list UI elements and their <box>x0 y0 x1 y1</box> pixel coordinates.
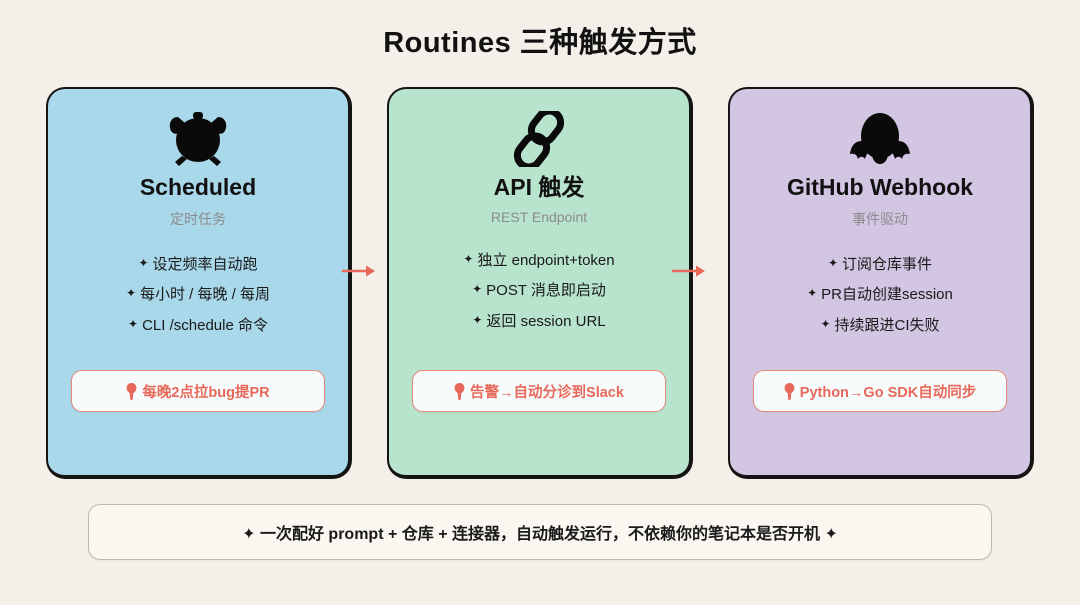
arrow-card2-to-card3 <box>672 264 706 278</box>
card-bullet-list: ✦订阅仓库事件 ✦PR自动创建session ✦持续跟进CI失败 <box>730 255 1030 336</box>
list-item: ✦CLI /schedule 命令 <box>128 316 268 336</box>
bullet-text: 设定频率自动跑 <box>152 255 258 273</box>
footer-summary-bar: ✦ 一次配好 prompt + 仓库 + 连接器，自动触发运行，不依赖你的笔记本… <box>88 504 992 560</box>
footer-text: ✦ 一次配好 prompt + 仓库 + 连接器，自动触发运行，不依赖你的笔记本… <box>242 526 838 543</box>
alarm-clock-icon <box>169 105 227 167</box>
bullet-text: 返回 session URL <box>486 312 606 330</box>
card-scheduled[interactable]: Scheduled 定时任务 ✦设定频率自动跑 ✦每小时 / 每晚 / 每周 ✦… <box>46 87 352 479</box>
bullet-marker-icon: ✦ <box>128 316 139 331</box>
bullet-text: PR自动创建session <box>821 286 953 304</box>
pin-icon <box>454 382 465 400</box>
bullet-marker-icon: ✦ <box>820 316 831 331</box>
badge-text: 每晚2点拉bug提PR <box>142 384 270 401</box>
page-title: Routines 三种触发方式 <box>383 27 697 59</box>
card-bullet-list: ✦独立 endpoint+token ✦POST 消息即启动 ✦返回 sessi… <box>389 251 689 332</box>
list-item: ✦POST 消息即启动 <box>472 281 606 301</box>
card-subtitle: REST Endpoint <box>490 208 588 225</box>
list-item: ✦独立 endpoint+token <box>463 251 614 271</box>
octocat-icon <box>850 105 910 167</box>
pin-icon <box>784 382 795 400</box>
bullet-marker-icon: ✦ <box>472 312 483 327</box>
card-bullet-list: ✦设定频率自动跑 ✦每小时 / 每晚 / 每周 ✦CLI /schedule 命… <box>48 255 348 336</box>
example-badge[interactable]: 告警→自动分诊到Slack <box>412 370 666 412</box>
list-item: ✦设定频率自动跑 <box>138 255 257 275</box>
bullet-text: 持续跟进CI失败 <box>834 316 940 334</box>
list-item: ✦每小时 / 每晚 / 每周 <box>126 285 270 305</box>
list-item: ✦返回 session URL <box>472 312 605 332</box>
bullet-text: 独立 endpoint+token <box>477 251 615 269</box>
card-api-trigger[interactable]: API 触发 REST Endpoint ✦独立 endpoint+token … <box>387 87 693 479</box>
list-item: ✦订阅仓库事件 <box>828 255 932 275</box>
card-title: GitHub Webhook <box>786 174 974 200</box>
example-badge[interactable]: 每晚2点拉bug提PR <box>71 370 325 412</box>
bullet-marker-icon: ✦ <box>138 255 149 270</box>
bullet-text: 订阅仓库事件 <box>842 255 933 273</box>
trigger-cards-row: Scheduled 定时任务 ✦设定频率自动跑 ✦每小时 / 每晚 / 每周 ✦… <box>46 87 1034 479</box>
card-github-webhook[interactable]: GitHub Webhook 事件驱动 ✦订阅仓库事件 ✦PR自动创建sessi… <box>728 87 1034 479</box>
list-item: ✦PR自动创建session <box>807 285 953 305</box>
card-title: API 触发 <box>493 174 585 200</box>
bullet-marker-icon: ✦ <box>472 282 483 297</box>
pin-icon <box>126 382 137 400</box>
example-badge[interactable]: Python→Go SDK自动同步 <box>753 370 1007 412</box>
bullet-marker-icon: ✦ <box>827 255 839 270</box>
bullet-marker-icon: ✦ <box>125 286 137 301</box>
card-subtitle: 定时任务 <box>170 210 226 227</box>
badge-text: Python→Go SDK自动同步 <box>799 384 977 401</box>
list-item: ✦持续跟进CI失败 <box>820 316 939 336</box>
card-title: Scheduled <box>139 174 257 200</box>
bullet-text: 每小时 / 每晚 / 每周 <box>140 286 271 304</box>
bullet-marker-icon: ✦ <box>807 286 818 301</box>
arrow-card1-to-card2 <box>342 264 376 278</box>
chain-link-icon <box>511 105 567 167</box>
bullet-text: POST 消息即启动 <box>486 282 606 300</box>
badge-text: 告警→自动分诊到Slack <box>470 384 624 401</box>
bullet-text: CLI /schedule 命令 <box>142 316 268 334</box>
card-subtitle: 事件驱动 <box>852 210 908 227</box>
bullet-marker-icon: ✦ <box>463 251 474 266</box>
